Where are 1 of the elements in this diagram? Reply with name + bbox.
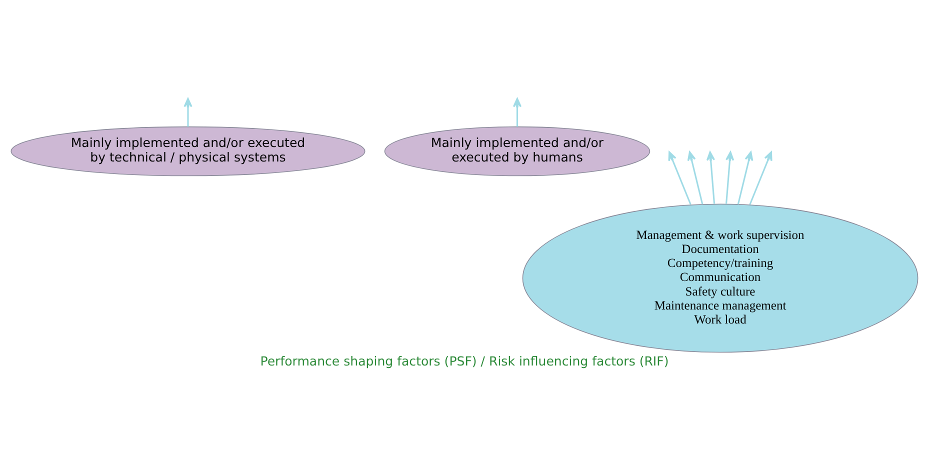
- caption: Performance shaping factors (PSF) / Risk influencing factors (RIF): [260, 354, 669, 369]
